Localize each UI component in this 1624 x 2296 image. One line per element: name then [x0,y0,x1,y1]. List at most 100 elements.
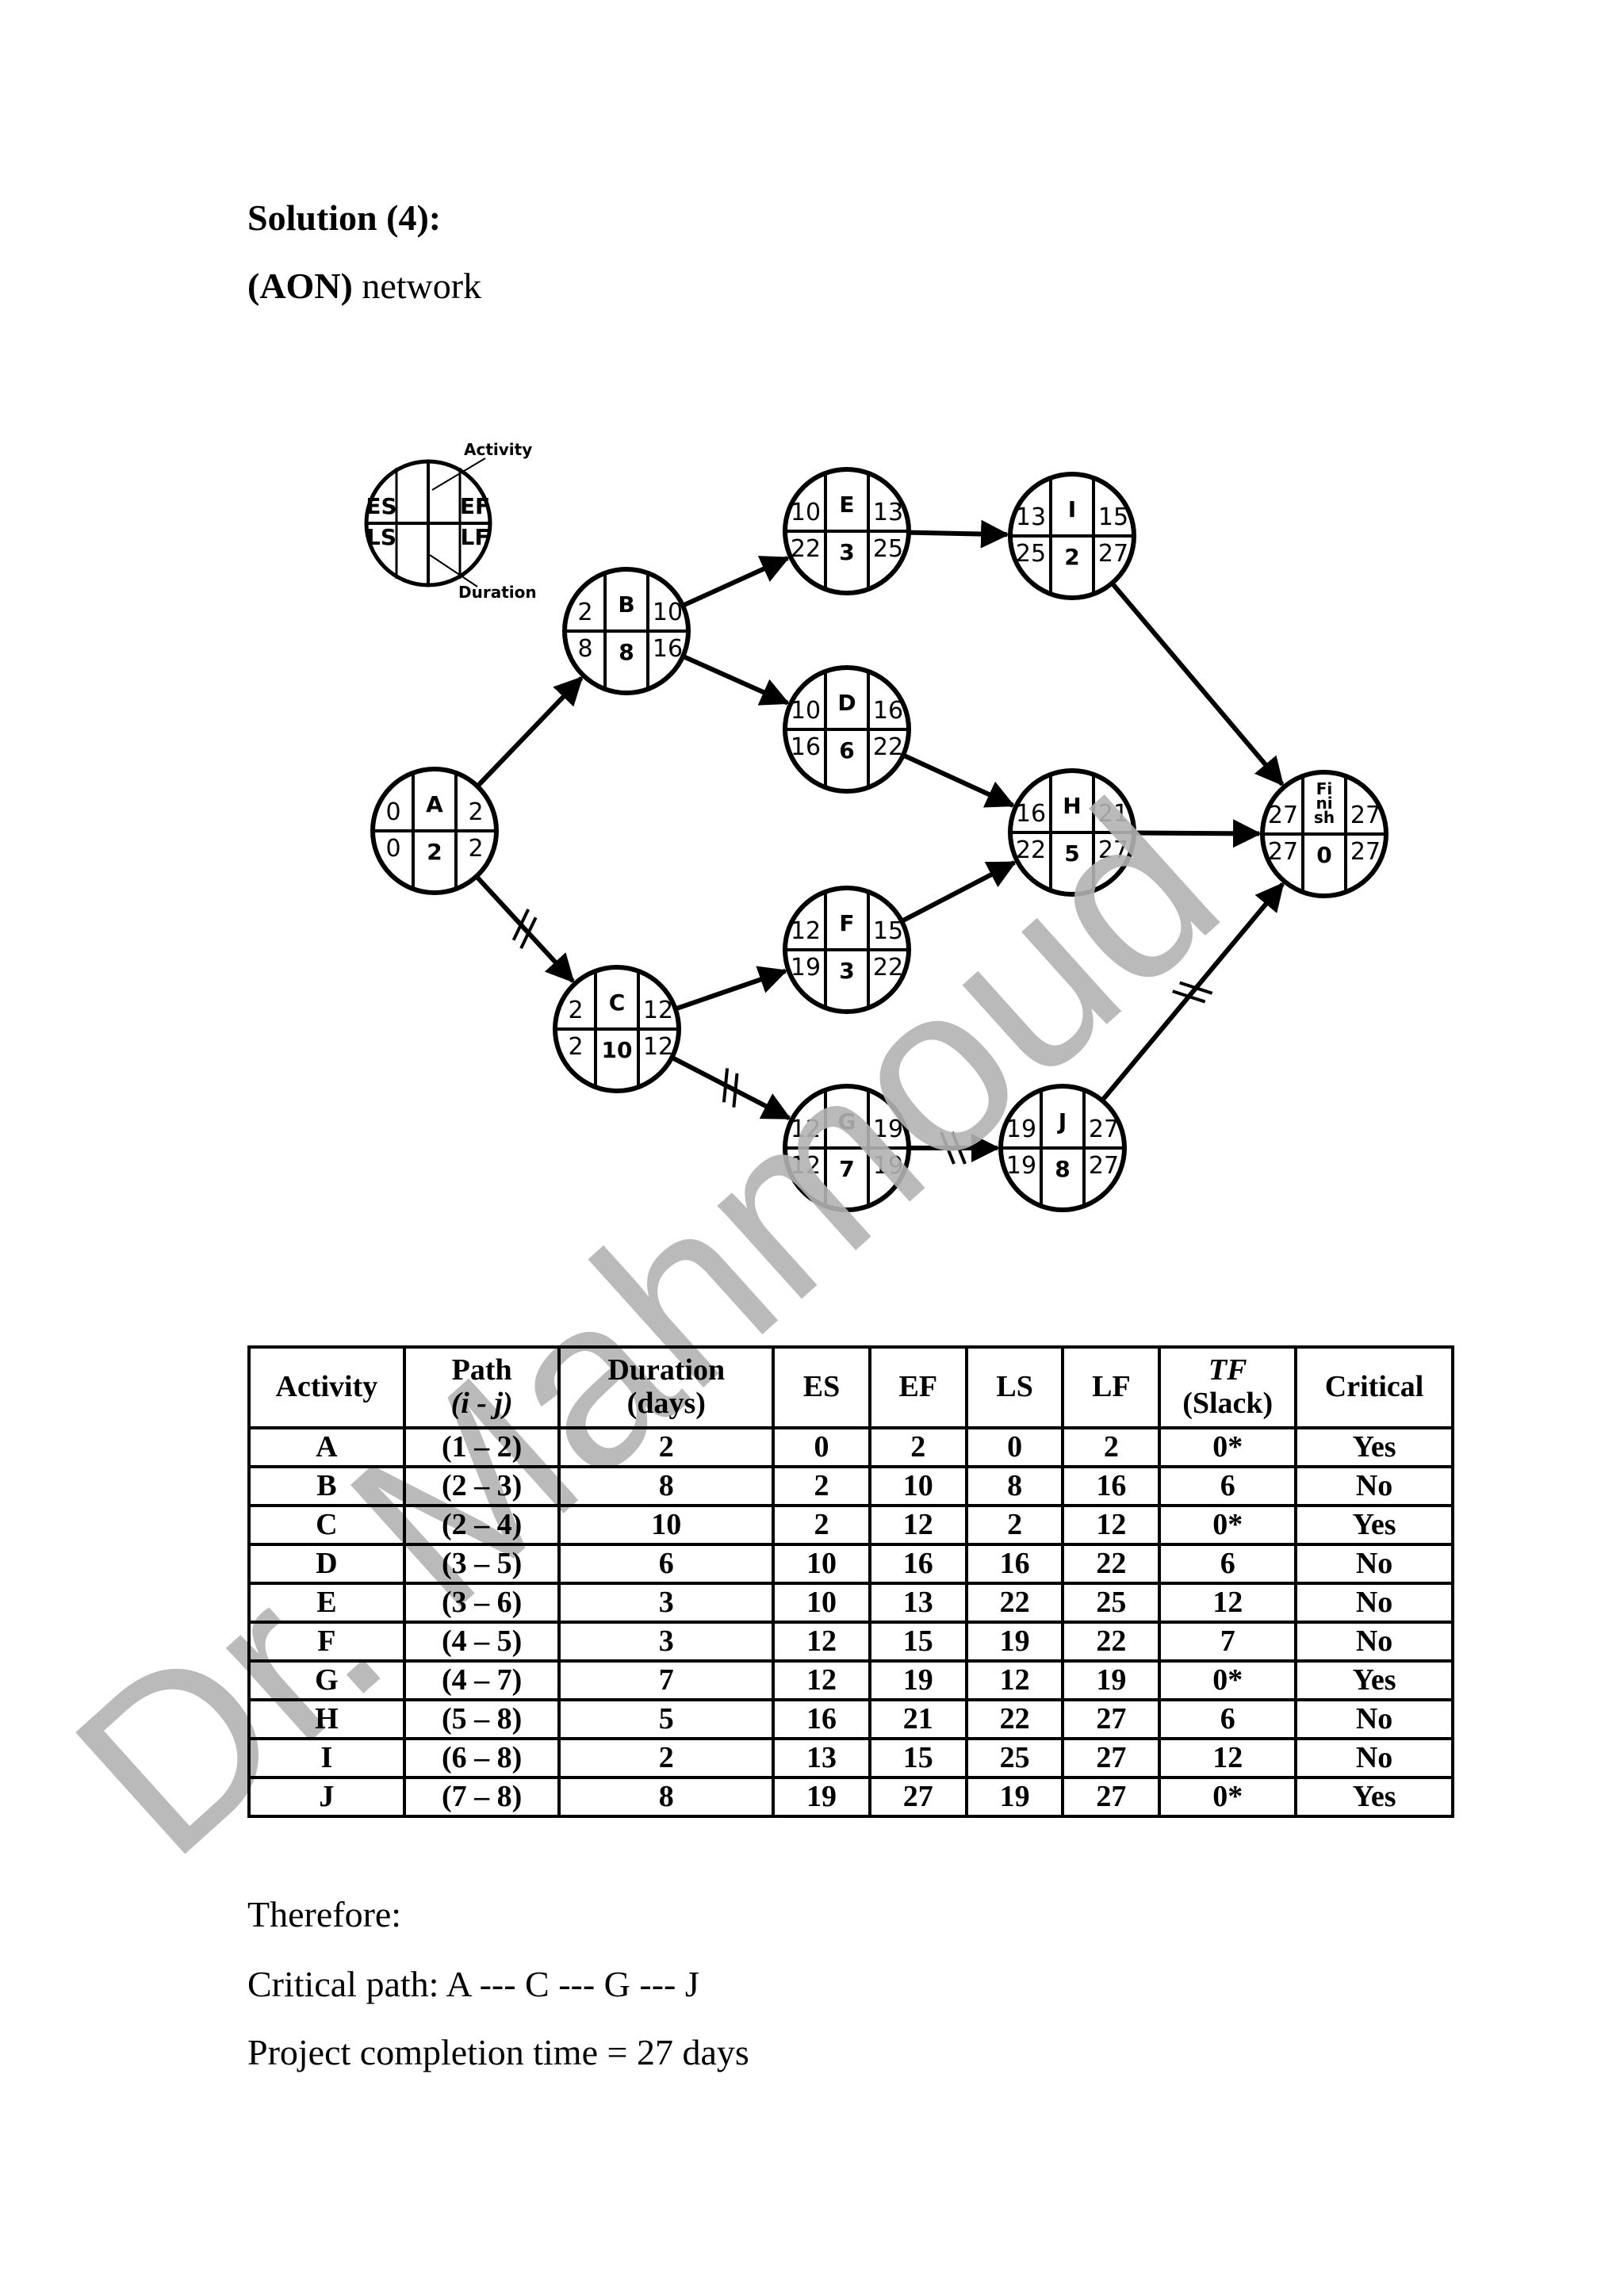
solution-title: Solution (4): [247,197,442,238]
conclusion-therefore: Therefore: [247,1894,402,1934]
header-tf-line1: TF [1208,1353,1247,1387]
table-header-row: Activity Path(i - j) Duration(days) ES E… [247,1345,1454,1429]
cell-es: 0 [772,1426,871,1468]
arrow-j-fin [1100,882,1285,1102]
node-g-name: G [838,1108,856,1135]
node-finish-name-part: Fi [1316,779,1333,798]
arrow-b-d [682,654,790,706]
cell-ls: 19 [964,1621,1065,1663]
node-i-es: 13 [1016,503,1046,531]
cell-path: (4 – 5) [402,1621,561,1663]
cell-ls: 16 [964,1543,1065,1585]
cell-lf: 27 [1061,1698,1162,1740]
cell-es: 2 [772,1465,871,1507]
cell-lf: 2 [1061,1426,1162,1468]
cell-tf: 0* [1158,1776,1298,1818]
node-i-lf: 27 [1098,540,1128,568]
cell-tf: 12 [1158,1737,1298,1779]
node-f-es: 12 [791,917,821,945]
header-path-line1: Path [451,1353,512,1387]
cell-critical: No [1294,1621,1454,1663]
critical-mark [732,1073,739,1108]
cell-lf: 19 [1061,1659,1162,1701]
activity-schedule-table: Activity Path(i - j) Duration(days) ES E… [247,1345,1454,1818]
cell-duration: 10 [557,1504,776,1546]
node-g-dur: 7 [839,1156,854,1182]
cell-activity: G [247,1659,406,1701]
node-a-es: 0 [385,798,400,826]
cell-es: 16 [772,1698,871,1740]
node-g-ef: 19 [873,1115,903,1143]
cell-activity: C [247,1504,406,1546]
cell-activity: D [247,1543,406,1585]
node-a-dur: 2 [427,839,442,865]
cell-tf: 0* [1158,1659,1298,1701]
header-lf: LF [1061,1345,1162,1429]
cell-critical: No [1294,1543,1454,1585]
node-i-dur: 2 [1064,544,1079,570]
node-e-ef: 13 [873,499,903,526]
node-f-name: F [839,910,854,936]
cell-tf: 12 [1158,1582,1298,1624]
header-tf-line2: (Slack) [1182,1387,1274,1420]
cell-duration: 7 [557,1659,776,1701]
cell-activity: H [247,1698,406,1740]
cell-ef: 15 [868,1621,968,1663]
node-i-ef: 15 [1098,503,1128,531]
legend-ef: EF [460,493,490,519]
cell-critical: Yes [1294,1426,1454,1468]
node-j-ef: 27 [1089,1115,1119,1143]
cell-path: (2 – 3) [402,1465,561,1507]
node-b-lf: 16 [653,635,683,663]
header-activity: Activity [247,1345,406,1429]
cell-es: 12 [772,1621,871,1663]
cell-critical: No [1294,1698,1454,1740]
node-h-ls: 22 [1016,836,1046,864]
header-critical: Critical [1294,1345,1454,1429]
conclusion-critical-path: Critical path: A --- C --- G --- J [247,1964,699,2004]
cell-ef: 2 [868,1426,968,1468]
critical-mark [519,916,538,949]
arrow-a-b [475,675,584,788]
node-c-ls: 2 [568,1033,583,1061]
node-h-ef: 21 [1098,800,1128,828]
header-duration-line2: (days) [626,1387,706,1420]
cell-ef: 21 [868,1698,968,1740]
cell-es: 12 [772,1659,871,1701]
node-f-ef: 15 [873,917,903,945]
header-tf: TF(Slack) [1158,1345,1298,1429]
node-d-es: 10 [791,697,821,725]
arrow-h-fin [1133,819,1262,848]
node-e-ls: 22 [791,535,821,563]
cell-activity: F [247,1621,406,1663]
node-g-lf: 19 [873,1152,903,1180]
node-e-lf: 25 [873,535,903,563]
node-b-dur: 8 [619,639,634,665]
critical-mark [722,1068,730,1103]
node-j-name: J [1057,1108,1067,1135]
legend-duration-label: Duration [458,583,537,602]
network-subtitle: (AON) network [247,268,481,304]
node-a-name: A [426,791,443,817]
cell-lf: 27 [1061,1776,1162,1818]
node-b-ef: 10 [653,599,683,626]
node-i-ls: 25 [1016,540,1046,568]
cell-path: (6 – 8) [402,1737,561,1779]
arrow-f-h [900,860,1017,924]
cell-path: (3 – 6) [402,1582,561,1624]
node-c-ef: 12 [643,997,673,1024]
header-path-line2: (i - j) [450,1387,513,1420]
cell-ls: 8 [964,1465,1065,1507]
cell-activity: A [247,1426,406,1468]
